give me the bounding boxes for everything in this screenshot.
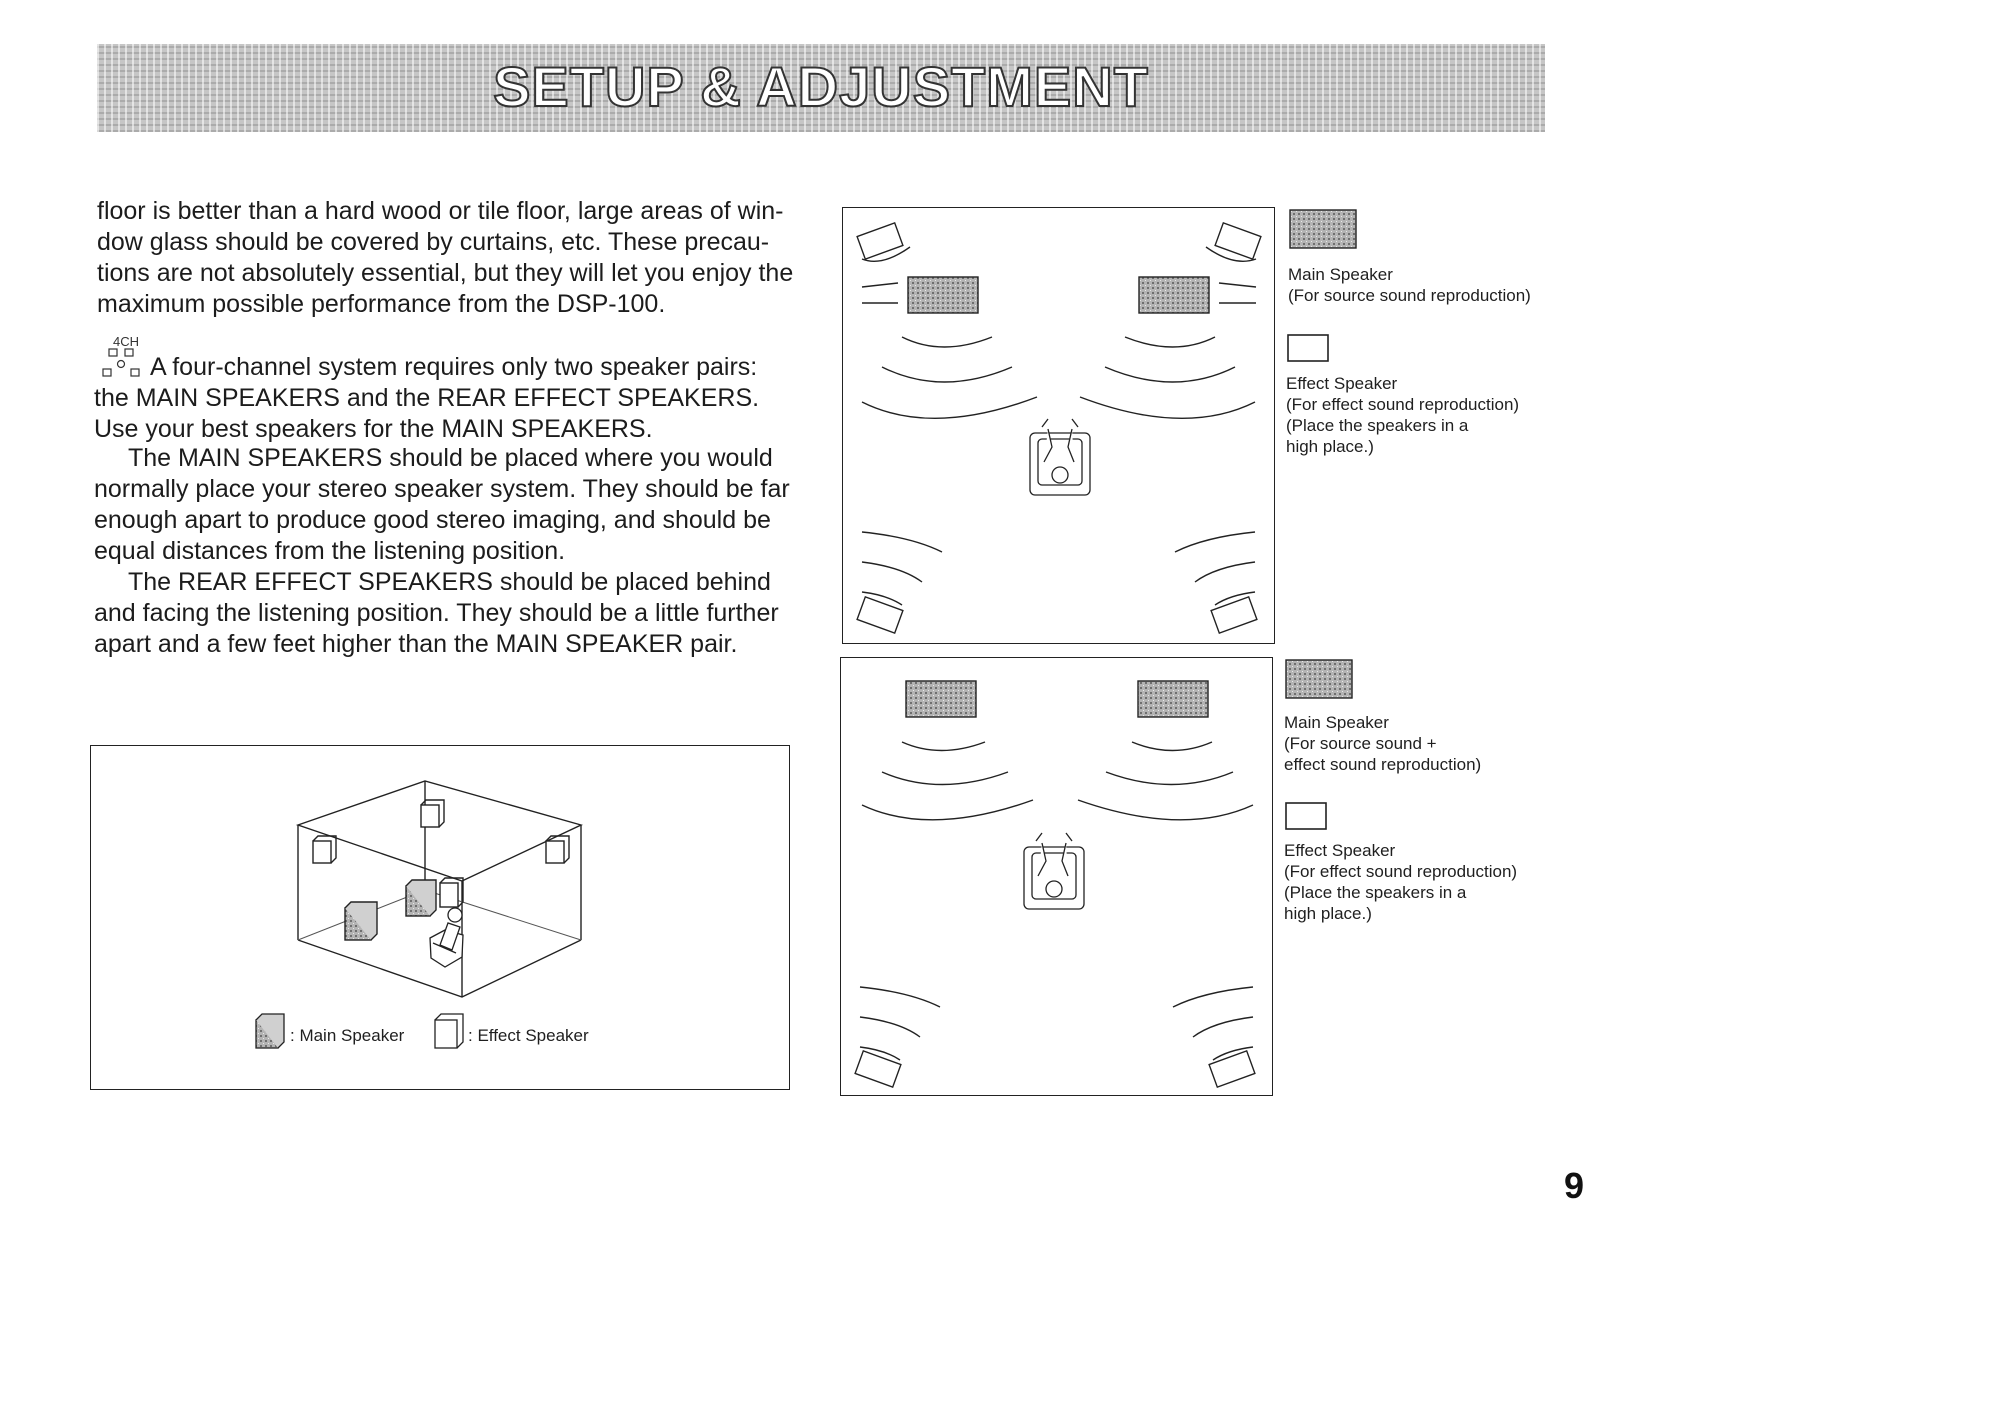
room-diagram: : Main Speaker : Effect Speaker bbox=[255, 780, 589, 1049]
main-speaker-icon bbox=[907, 276, 979, 314]
legend-effect-speaker-icon bbox=[434, 1013, 464, 1049]
legend-main-speaker-icon bbox=[255, 1013, 285, 1049]
main-speaker-icon bbox=[1138, 276, 1210, 314]
legend-main-speaker-label: : Main Speaker bbox=[290, 1026, 405, 1045]
body-paragraph-3: The MAIN SPEAKERS should be placed where… bbox=[94, 444, 790, 565]
effect-speaker-icon bbox=[545, 835, 570, 864]
listener-chair-icon bbox=[1023, 832, 1085, 910]
page-title: SETUP & ADJUSTMENT bbox=[492, 54, 1149, 119]
legend-effect-speaker-label: : Effect Speaker bbox=[468, 1026, 589, 1045]
four-channel-icon: 4CH bbox=[102, 334, 140, 377]
header-banner: SETUP & ADJUSTMENT bbox=[97, 44, 1545, 132]
body-paragraph-1: floor is better than a hard wood or tile… bbox=[97, 197, 794, 318]
top-effect-speaker-label: Effect Speaker (For effect sound reprodu… bbox=[1286, 374, 1520, 456]
bottom-main-speaker-label: Main Speaker (For source sound + effect … bbox=[1284, 713, 1482, 774]
main-speaker-icon bbox=[1137, 680, 1209, 718]
page-number: 9 bbox=[1564, 1165, 1585, 1206]
effect-speaker-icon bbox=[1214, 221, 1262, 261]
effect-speaker-icon bbox=[439, 877, 464, 908]
listener-chair-icon bbox=[429, 907, 464, 968]
body-paragraph-4: The REAR EFFECT SPEAKERS should be place… bbox=[94, 568, 779, 658]
effect-speaker-icon bbox=[1210, 595, 1258, 635]
effect-speaker-icon bbox=[856, 595, 904, 635]
effect-speaker-icons bbox=[312, 799, 570, 908]
layout-diagram-top bbox=[856, 221, 1262, 635]
effect-speaker-icon bbox=[1208, 1049, 1256, 1089]
top-main-speaker-label: Main Speaker (For source sound reproduct… bbox=[1288, 265, 1531, 305]
main-speaker-icon bbox=[405, 879, 437, 917]
bottom-effect-speaker-label: Effect Speaker (For effect sound reprodu… bbox=[1284, 841, 1518, 923]
body-paragraph-2: A four-channel system requires only two … bbox=[94, 353, 760, 443]
main-speaker-icon bbox=[905, 680, 977, 718]
main-speaker-icons bbox=[344, 879, 437, 941]
layout-diagram-bottom-frame bbox=[840, 657, 1273, 1096]
room-ceiling bbox=[295, 780, 583, 882]
main-speaker-icon bbox=[344, 901, 378, 941]
effect-speaker-icon bbox=[854, 1049, 902, 1089]
top-legend-main-speaker-icon bbox=[1289, 209, 1357, 249]
effect-speaker-icon bbox=[856, 221, 904, 261]
bottom-legend-effect-speaker-icon bbox=[1285, 802, 1327, 830]
four-channel-icon-label: 4CH bbox=[113, 334, 139, 349]
bottom-legend-main-speaker-icon bbox=[1285, 659, 1353, 699]
room-diagram-frame bbox=[90, 745, 790, 1090]
effect-speaker-icon bbox=[420, 799, 445, 828]
layout-diagram-top-frame bbox=[842, 207, 1275, 644]
listener-chair-icon bbox=[1029, 418, 1091, 496]
top-legend-effect-speaker-icon bbox=[1287, 334, 1329, 362]
layout-diagram-bottom bbox=[854, 680, 1256, 1089]
effect-speaker-icon bbox=[312, 835, 337, 864]
